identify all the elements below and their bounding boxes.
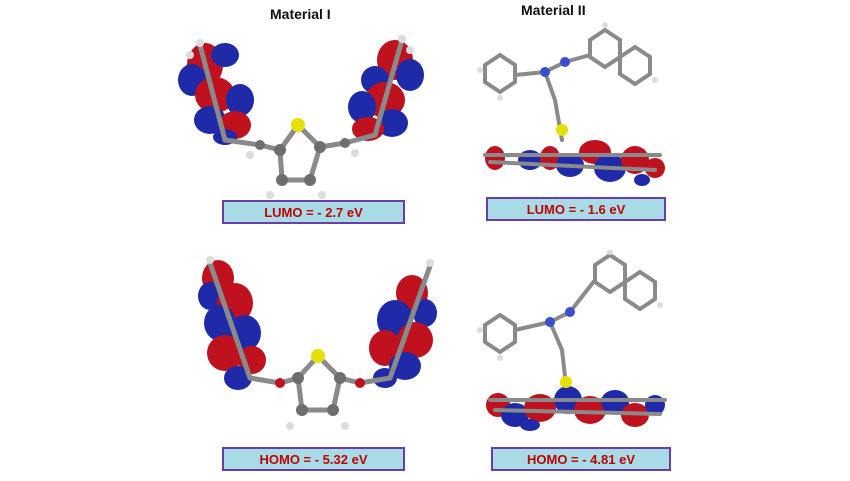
material-1-homo-structure [190,248,450,443]
material-2-homo-label: HOMO = - 4.81 eV [491,447,671,471]
material-2-title: Material II [521,2,586,18]
lumo-atoms [186,35,414,199]
homo-orbital-lobes-left [198,260,266,390]
material-2-lumo-structure [470,20,670,200]
material-2-lumo-label: LUMO = - 1.6 eV [486,197,666,221]
homo-orbital-lobes-right [369,275,437,388]
material-2-homo-structure [470,250,680,440]
material-1-title: Material I [270,6,331,22]
material-1-lumo-structure [170,25,440,200]
material-1-lumo-label: LUMO = - 2.7 eV [222,200,405,224]
material-1-homo-label: HOMO = - 5.32 eV [222,447,405,471]
